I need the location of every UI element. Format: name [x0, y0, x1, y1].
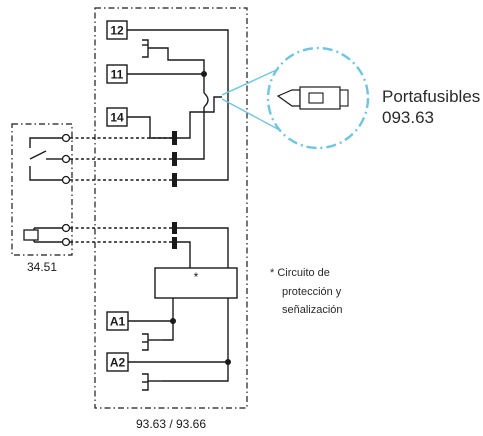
- terminal-11-box: [106, 64, 128, 84]
- terminal-12-wiring: [127, 29, 229, 181]
- protection-circuit-mark: *: [194, 270, 199, 284]
- relay-contacts: [29, 133, 71, 185]
- terminal-14-box: [106, 107, 128, 127]
- terminal-14-wiring: [127, 96, 222, 139]
- coil-supply-wiring: [154, 227, 238, 362]
- callout-title: Portafusibles: [382, 87, 480, 106]
- terminal-a1-label: A1: [110, 315, 126, 329]
- relay-coil: [23, 223, 71, 247]
- module-label: 93.63 / 93.66: [136, 417, 206, 431]
- dashed-connections: [70, 137, 172, 243]
- note-line-3: señalización: [282, 304, 343, 316]
- terminal-11-label: 11: [111, 68, 124, 82]
- note-line-1: * Circuito de: [270, 267, 330, 279]
- terminal-a2-wiring: [128, 359, 231, 391]
- relay-border: [11, 123, 73, 256]
- fuse-holder-icon: [276, 86, 349, 110]
- terminal-12-box: [106, 20, 128, 40]
- note-line-2: protección y: [282, 286, 342, 298]
- terminal-a1-box: [106, 311, 129, 331]
- protection-circuit-box: [154, 267, 238, 299]
- terminal-14-label: 14: [110, 111, 124, 125]
- relay-label: 34.51: [27, 260, 57, 274]
- fuse-holder-callout: [221, 46, 370, 150]
- terminal-12-label: 12: [110, 24, 124, 38]
- terminal-a1-wiring: [128, 318, 176, 351]
- terminal-11-wiring: [127, 71, 209, 160]
- callout-code: 093.63: [382, 108, 434, 127]
- terminal-blocks: [172, 131, 177, 249]
- terminal-a2-box: [106, 352, 129, 372]
- module-border: [94, 7, 248, 409]
- terminal-a2-label: A2: [110, 356, 126, 370]
